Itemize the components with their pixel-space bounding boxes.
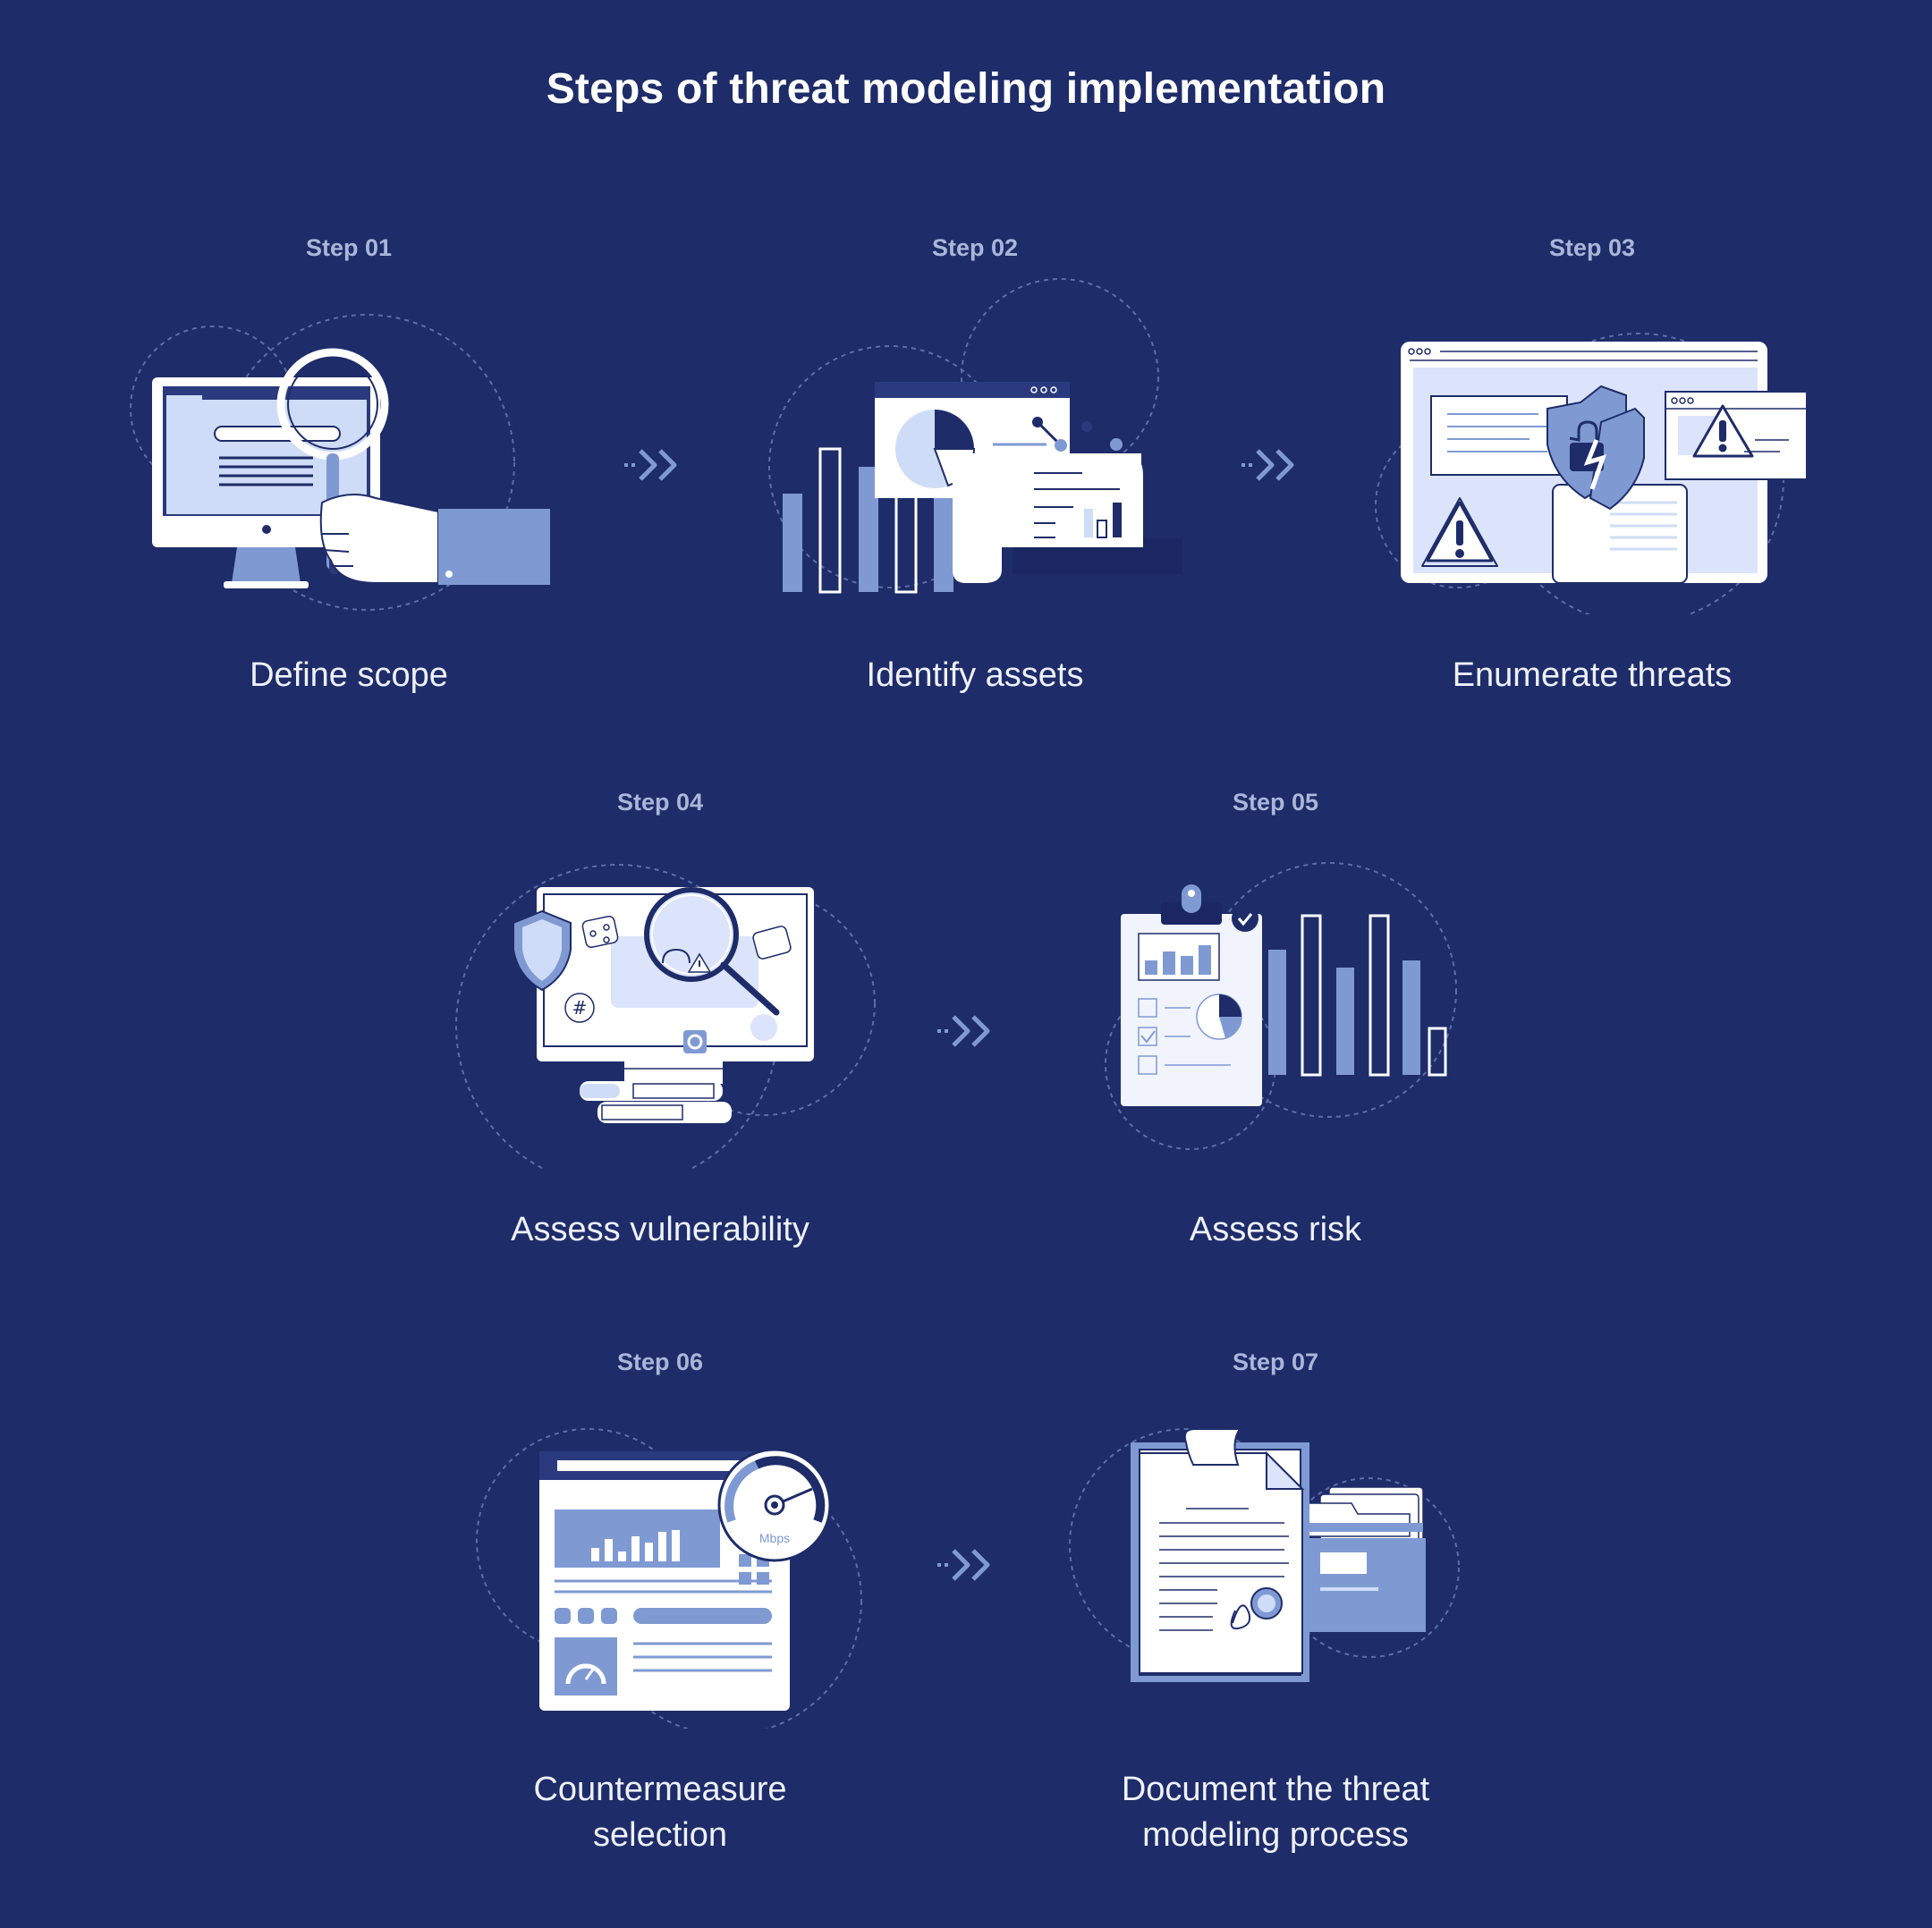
step-label: Step 06: [616, 1349, 704, 1375]
step-label: Step 02: [931, 234, 1019, 261]
charts-documents-icon: [768, 278, 1182, 594]
step-label: Step 03: [1548, 234, 1636, 261]
step-name: Define scope: [250, 656, 448, 694]
dashboard-speedometer-icon: Mbps: [476, 1428, 862, 1729]
double-chevron-right-icon: [937, 1549, 990, 1581]
step-7: Step 07 Docu: [1034, 1349, 1517, 1854]
step-name: Assess vulnerability: [511, 1211, 809, 1248]
page-title: Steps of threat modeling implementation: [546, 65, 1386, 113]
monitor-magnifier-hand-icon: [130, 314, 550, 611]
step-name: Identify assets: [866, 656, 1084, 694]
step-name: Enumerate threats: [1452, 656, 1733, 694]
flow-arrow-2: [1234, 438, 1315, 492]
monitor-scan-icon: #: [455, 864, 876, 1169]
step-2: Step 02: [733, 234, 1216, 735]
double-chevron-right-icon: [937, 1015, 990, 1047]
browser-warning-shield-icon: [1375, 333, 1808, 614]
double-chevron-right-icon: [624, 449, 677, 481]
step-3: Step 03: [1351, 234, 1834, 735]
step-5: Step 05 Assess risk: [1034, 789, 1517, 1290]
step-label: Step 05: [1232, 789, 1319, 816]
step-label: Step 07: [1232, 1349, 1319, 1375]
flow-arrow-1: [617, 438, 698, 492]
step-4: Step 04 #: [419, 789, 902, 1290]
flow-arrow-4: [930, 1538, 1011, 1592]
step-label: Step 01: [305, 234, 393, 261]
flow-arrow-3: [930, 1004, 1011, 1058]
step-name: Assess risk: [1189, 1211, 1362, 1248]
svg-text:#: #: [572, 997, 588, 1019]
double-chevron-right-icon: [1241, 449, 1294, 481]
clipboard-bar-chart-icon: [1105, 862, 1457, 1150]
document-folder-icon: [1069, 1427, 1460, 1682]
step-6: Step 06: [419, 1349, 902, 1854]
gauge-unit-label: Mbps: [759, 1531, 790, 1545]
step-1: Step 01 Define scope: [107, 234, 590, 735]
step-label: Step 04: [616, 789, 704, 816]
